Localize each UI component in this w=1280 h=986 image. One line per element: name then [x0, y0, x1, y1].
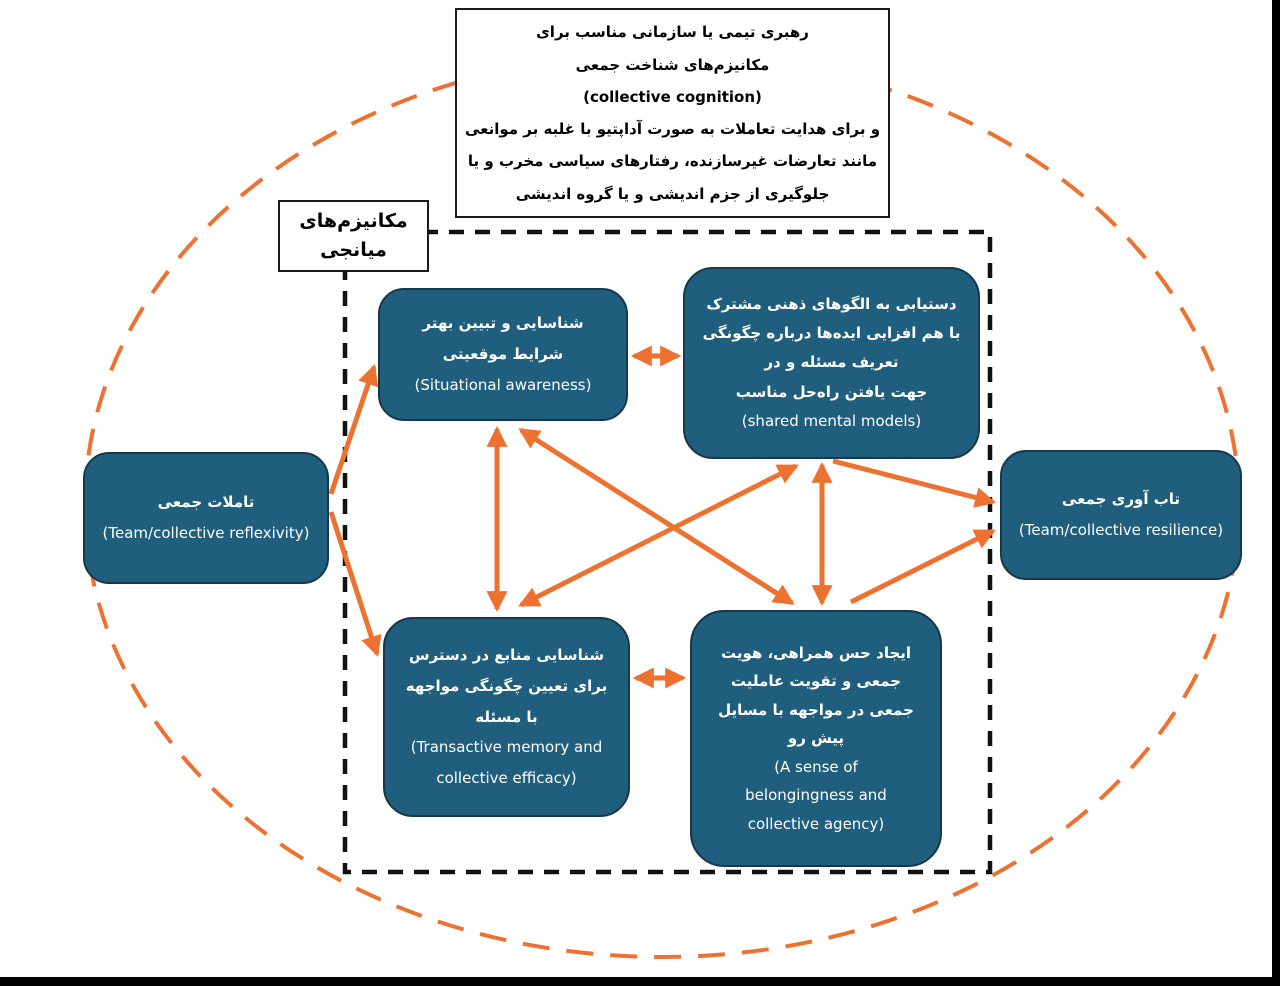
arrow-reflexivity-sa [328, 364, 379, 495]
node-collective-reflexivity: تاملات جمعی(Team/collective reflexivity) [83, 452, 329, 584]
arrow-reflexivity-tm [328, 511, 382, 657]
arrow-tm-smm [518, 463, 799, 608]
arrow-belonging-resilience [849, 528, 996, 605]
node-collective-resilience: تاب آوری جمعی(Team/collective resilience… [1000, 450, 1242, 580]
frame-bar-right [1272, 0, 1280, 986]
arrow-smm-resilience [832, 458, 997, 508]
frame-bar-bottom [0, 977, 1280, 986]
